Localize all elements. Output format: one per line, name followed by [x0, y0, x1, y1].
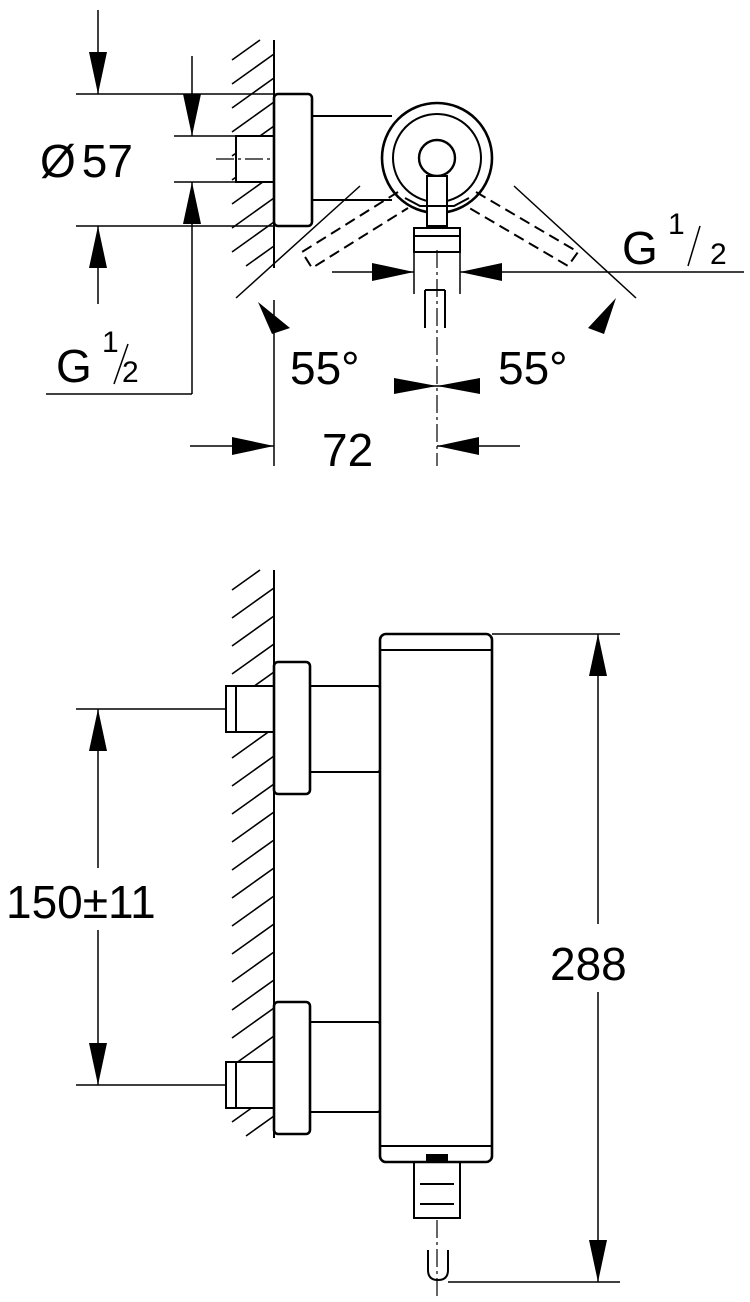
rosette-upper: [272, 660, 312, 796]
spout-top: [426, 175, 448, 227]
side-view: 150±11 288: [6, 569, 627, 1300]
angle-vertex-arrow-left: [394, 378, 437, 394]
offset-label: 72: [322, 424, 373, 476]
angle-arrow-right: [588, 298, 616, 334]
spacing-arrow-bottom: [89, 1043, 107, 1085]
outlet-nut-side: [413, 1162, 461, 1219]
thread-arrow-top: [183, 94, 201, 136]
outlet-nut-top: [413, 227, 461, 253]
thread-slash-left: [113, 343, 129, 385]
mixer-body: [378, 632, 494, 1164]
angle-label-left: 55°: [290, 342, 360, 394]
outlet-tip: [427, 1250, 449, 1282]
angle-label-right: 55°: [498, 342, 568, 394]
thread-label-left: G 1 2: [56, 326, 139, 392]
thread-slash-right: [687, 225, 701, 267]
lever-left-dashed: [300, 191, 409, 270]
rosette-top: [272, 92, 314, 228]
outlet-cap: [426, 1154, 448, 1162]
dia-arrow-bottom: [89, 226, 107, 268]
spout-shoulder: [404, 197, 470, 207]
thread-arrow-bottom: [183, 182, 201, 224]
wall-hatch-side: [231, 569, 275, 1137]
angle-vertex-arrow-right: [437, 378, 480, 394]
pipe-stub-upper: [225, 685, 275, 733]
angle-ext-right: [513, 185, 637, 299]
rosette-lower: [272, 1000, 312, 1136]
thread-label-right: G 1 2: [622, 208, 727, 274]
lever-right-dashed: [465, 191, 580, 268]
spacing-label: 150±11: [6, 876, 156, 928]
pipe-stub-lower: [225, 1061, 275, 1109]
lever-hub: [417, 138, 457, 178]
outlet-arrow-right: [460, 263, 502, 281]
dia-arrow-top: [89, 52, 107, 94]
outlet-arrow-left: [372, 263, 414, 281]
spacing-arrow-top: [89, 709, 107, 751]
angle-ext-left: [235, 185, 361, 299]
offset-arrow-right: [437, 437, 479, 455]
height-arrow-top: [589, 634, 607, 676]
height-label: 288: [550, 938, 627, 990]
height-arrow-bottom: [589, 1240, 607, 1282]
offset-arrow-left: [232, 437, 274, 455]
